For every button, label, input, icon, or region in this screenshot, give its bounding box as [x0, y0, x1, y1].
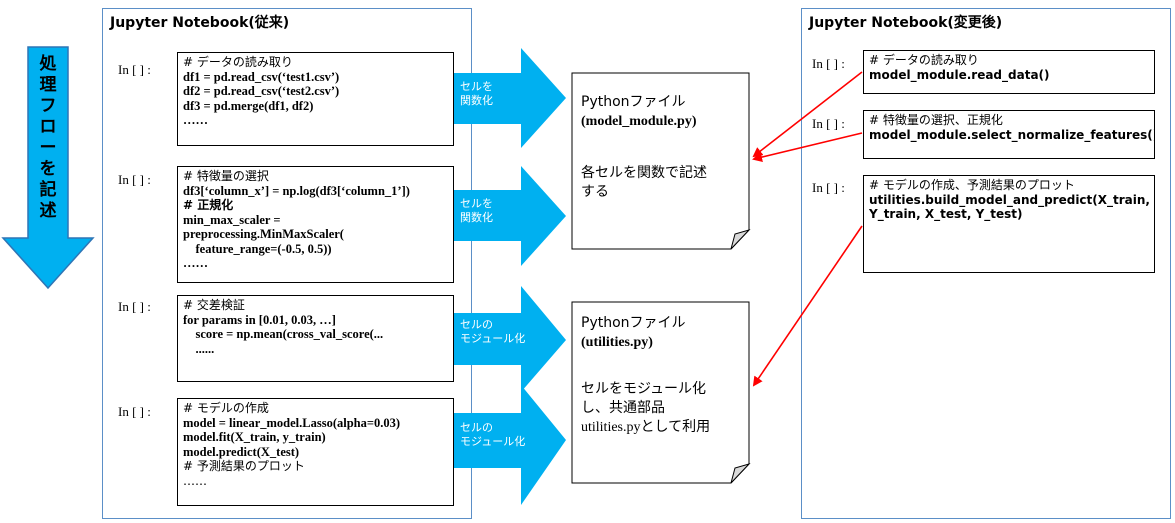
- arrow-label: セルを関数化: [460, 80, 493, 107]
- cell-label: In [ ] :: [812, 180, 845, 195]
- cell-label: In [ ] :: [118, 299, 151, 314]
- doc-description: し、共通部品: [581, 400, 665, 416]
- convert-arrow-1: [454, 48, 566, 148]
- code-cell-read-data[interactable]: # データの読み取り df1 = pd.read_csv(‘test1.csv’…: [177, 52, 454, 146]
- process-flow-down-arrow: [1, 46, 95, 290]
- process-flow-char: 述: [39, 201, 57, 221]
- doc-filename: (model_module.py): [581, 114, 697, 129]
- code-line: model.predict(X_test): [183, 444, 300, 459]
- code-ellipsis: ……: [183, 473, 207, 488]
- code-line: utilities.build_model_and_predict(X_trai…: [869, 192, 1150, 207]
- doc-filename: (utilities.py): [581, 335, 653, 350]
- code-line: score = np.mean(cross_val_score(...: [183, 327, 384, 341]
- arrow-label: セルを関数化: [460, 197, 493, 224]
- code-line: preprocessing.MinMaxScaler(: [183, 227, 344, 241]
- cell-label: In [ ] :: [118, 62, 151, 77]
- doc-description: utilities.pyとして利用: [581, 419, 711, 435]
- code-comment: # モデルの作成、予測結果のプロット: [869, 178, 1075, 192]
- doc-title: Pythonファイル: [581, 315, 686, 331]
- red-arrow-read-data: [752, 71, 863, 158]
- process-flow-label: 処 理 フ ロ ー を 記 述: [36, 54, 60, 222]
- red-arrow-model: [752, 225, 863, 387]
- cell-label: In [ ] :: [812, 56, 845, 71]
- code-cell-feature-selection-new[interactable]: # 特徴量の選択、正規化 model_module.select_normali…: [863, 110, 1155, 159]
- process-flow-char: ー: [39, 138, 57, 158]
- code-line: model_module.select_normalize_features(): [869, 127, 1155, 142]
- cell-label: In [ ] :: [118, 172, 151, 187]
- cell-label: In [ ] :: [812, 116, 845, 131]
- red-arrow-feature-selection: [752, 132, 863, 162]
- code-comment: # データの読み取り: [183, 55, 293, 69]
- left-notebook-panel: [102, 8, 472, 519]
- process-flow-char: を: [39, 159, 57, 179]
- convert-arrow-2: [454, 166, 566, 266]
- code-line: df1 = pd.read_csv(‘test1.csv’): [183, 69, 340, 84]
- doc-title: Pythonファイル: [581, 94, 686, 110]
- code-cell-read-data-new[interactable]: # データの読み取り model_module.read_data(): [863, 50, 1155, 94]
- left-panel-title: Jupyter Notebook(従来): [110, 15, 290, 31]
- process-flow-char: 処: [39, 54, 57, 74]
- process-flow-char: 理: [39, 75, 57, 95]
- code-ellipsis: ……: [183, 113, 208, 127]
- process-flow-char: ロ: [39, 117, 57, 137]
- code-cell-cross-validation[interactable]: # 交差検証 for params in [0.01, 0.03, …] sco…: [177, 295, 454, 382]
- code-line: feature_range=(-0.5, 0.5)): [183, 241, 332, 256]
- code-line: min_max_scaler =: [183, 212, 281, 227]
- code-line: Y_train, X_test, Y_test): [869, 207, 1023, 221]
- code-cell-feature-selection[interactable]: # 特徴量の選択 df3[‘column_x’] = np.log(df3[‘c…: [177, 166, 454, 283]
- code-comment: # 正規化: [183, 198, 234, 212]
- right-panel-title: Jupyter Notebook(変更後): [809, 15, 1003, 31]
- code-comment: # 予測結果のプロット: [183, 459, 305, 473]
- code-cell-model-new[interactable]: # モデルの作成、予測結果のプロット utilities.build_model…: [863, 175, 1155, 273]
- code-line: df3 = pd.merge(df1, df2): [183, 98, 314, 113]
- cell-label: In [ ] :: [118, 404, 151, 419]
- process-flow-char: 記: [39, 180, 57, 200]
- code-ellipsis: ......: [183, 341, 215, 356]
- code-comment: # データの読み取り: [869, 53, 979, 67]
- python-file-utilities: Pythonファイル (utilities.py) セルをモジュール化 し、共通…: [581, 314, 710, 437]
- arrow-label: セルのモジュール化: [460, 421, 526, 448]
- process-flow-char: フ: [39, 96, 57, 116]
- right-notebook-panel: [801, 8, 1171, 519]
- code-ellipsis: ……: [183, 256, 208, 270]
- code-comment: # 交差検証: [183, 298, 245, 312]
- convert-arrow-4: [454, 385, 566, 505]
- doc-description: 各セルを関数で記述: [581, 165, 707, 181]
- python-file-model-module: Pythonファイル (model_module.py) 各セルを関数で記述 す…: [581, 93, 707, 202]
- code-cell-model-creation[interactable]: # モデルの作成 model = linear_model.Lasso(alph…: [177, 398, 454, 506]
- doc-description: する: [581, 184, 609, 200]
- code-line: df2 = pd.read_csv(‘test2.csv’): [183, 84, 340, 98]
- arrow-label: セルのモジュール化: [460, 318, 526, 345]
- code-line: model.fit(X_train, y_train): [183, 430, 326, 444]
- code-comment: # 特徴量の選択: [183, 169, 269, 183]
- doc-description: セルをモジュール化: [581, 381, 707, 397]
- code-comment: # モデルの作成: [183, 401, 269, 415]
- code-comment: # 特徴量の選択、正規化: [869, 113, 1003, 127]
- code-line: for params in [0.01, 0.03, …]: [183, 312, 336, 327]
- code-line: df3[‘column_x’] = np.log(df3[‘column_1’]…: [183, 183, 410, 198]
- convert-arrow-3: [454, 286, 566, 392]
- code-line: model_module.read_data(): [869, 67, 1050, 82]
- code-line: model = linear_model.Lasso(alpha=0.03): [183, 415, 401, 430]
